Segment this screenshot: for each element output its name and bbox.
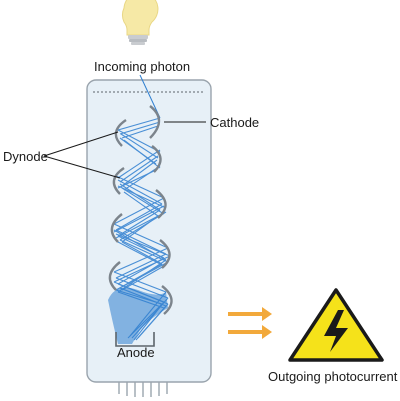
dynode-8 [161, 285, 173, 315]
anode-label: Anode [117, 345, 155, 360]
double-arrow-right-icon [228, 307, 272, 339]
outgoing-photocurrent-label: Outgoing photocurrent [268, 369, 398, 384]
dynode-leader-lines [43, 131, 121, 179]
dynode-3 [112, 167, 125, 195]
dynode-label: Dynode [3, 149, 48, 164]
cathode-label: Cathode [210, 115, 260, 130]
dynode-6 [159, 239, 171, 269]
dynode-2 [151, 145, 162, 173]
dynode-5 [110, 213, 123, 243]
incoming-photon-label: Incoming photon [94, 59, 191, 74]
anode-electrode [115, 332, 155, 347]
tube-pins [118, 382, 168, 397]
light-bulb-icon [122, 0, 159, 45]
photon-path [139, 74, 161, 119]
dynode-7 [108, 261, 121, 291]
anode-electron-stream [108, 287, 168, 344]
high-voltage-warning-icon [288, 288, 384, 362]
dynodes [108, 119, 173, 315]
cathode-electrode [149, 105, 161, 139]
dynode-4 [155, 189, 167, 219]
